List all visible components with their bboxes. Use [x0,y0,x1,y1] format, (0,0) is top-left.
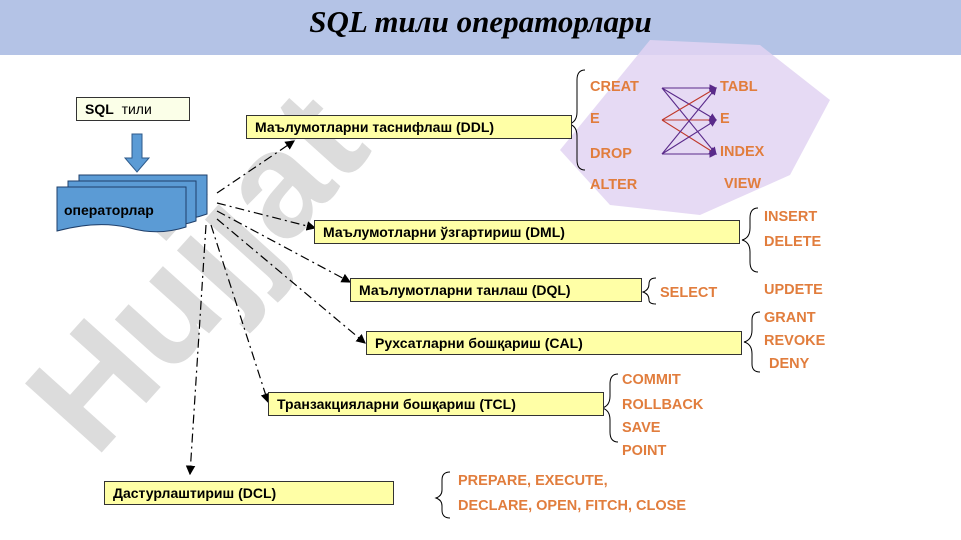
arrow-to-cal [216,218,366,344]
operators-label: операторлар [64,202,154,218]
ddl-item: ALTER [590,177,638,193]
page-title: SQL тили операторлари [309,4,652,39]
ddl-target: TABL [720,79,758,95]
dml-item: UPDETE [764,282,823,298]
brace-tcl [601,373,619,443]
ddl-item: E [590,111,600,127]
tcl-item: COMMIT [622,372,681,388]
cal-item: DENY [769,356,810,372]
arrow-to-ddl [216,140,295,194]
dql-item: SELECT [660,285,718,301]
arrow-to-dml [216,202,317,231]
cal-box: Рухсатларни бошқариш (CAL) [366,331,742,355]
tcl-item: SAVE [622,420,661,436]
dml-item: INSERT [764,209,818,225]
dcl-item: PREPARE, EXECUTE, [458,473,608,489]
brace-dcl [434,471,451,519]
arrow-to-dcl [185,224,207,476]
brace-dml [741,207,759,273]
ddl-item: DROP [590,146,632,162]
ddl-box: Маълумотларни таснифлаш (DDL) [246,115,572,139]
ddl-target: INDEX [720,144,765,160]
cal-item: REVOKE [764,333,826,349]
dcl-box: Дастурлаштириш (DCL) [104,481,394,505]
ddl-item: CREAT [590,79,639,95]
down-arrow-icon [123,133,151,173]
dql-box: Маълумотларни танлаш (DQL) [350,278,642,302]
documents-icon [56,174,208,233]
tcl-box: Транзакцияларни бошқариш (TCL) [268,392,604,416]
cal-item: GRANT [764,310,816,326]
brace-dql [641,277,657,305]
dcl-item: DECLARE, OPEN, FITCH, CLOSE [458,498,686,514]
ddl-target: E [720,111,730,127]
tcl-item: ROLLBACK [622,397,704,413]
dml-box: Маълумотларни ўзгартириш (DML) [314,220,740,244]
ddl-target: VIEW [724,176,762,192]
title-band [0,0,961,55]
arrow-to-tcl [210,224,270,404]
sql-suffix: тили [121,101,152,117]
sql-language-box: SQL тили [76,97,190,121]
sql-word: SQL [85,101,114,117]
arrow-to-dql [216,210,352,283]
brace-cal [743,311,761,373]
tcl-item: POINT [622,443,667,459]
dml-item: DELETE [764,234,822,250]
